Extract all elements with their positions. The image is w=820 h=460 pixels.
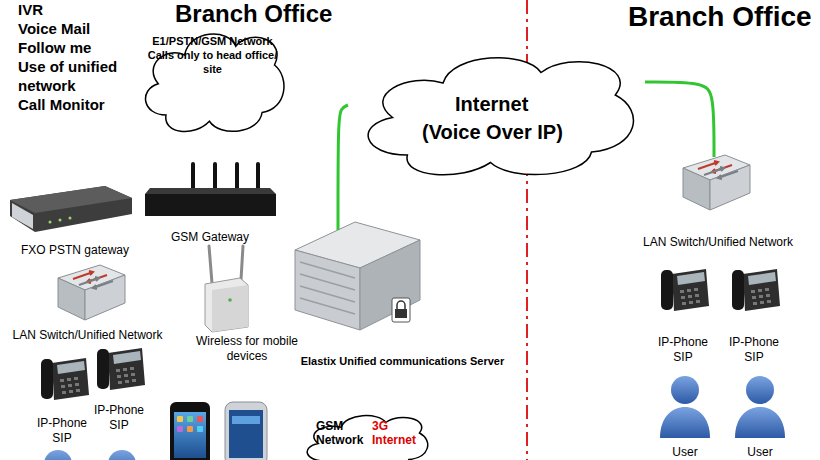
antenna: [241, 246, 243, 280]
ip-phone: IP-Phone SIP: [652, 262, 714, 364]
gsm-gateway-device: [145, 164, 276, 216]
app-icon: [177, 416, 183, 422]
server-device: [295, 222, 420, 330]
app-icon: [187, 416, 193, 422]
device-label: LAN Switch/Unified Network: [0, 328, 175, 342]
server-badge: [392, 298, 410, 322]
server-side: [360, 240, 420, 330]
gateway-panel: [12, 203, 33, 229]
app-icon: [187, 426, 193, 432]
device-label: IP-Phone SIP: [723, 335, 785, 364]
network-cloud: E1/PSTN/GSM Network Calls only to head o…: [135, 15, 290, 140]
antenna: [191, 164, 195, 190]
device-label: IP-Phone SIP: [31, 416, 93, 445]
cloud-text: E1/PSTN/GSM Network Calls only to head o…: [145, 35, 280, 76]
antenna: [256, 164, 260, 190]
ap-led: [228, 298, 232, 302]
app-icon: [197, 416, 203, 422]
device-label: Wireless for mobile devices: [191, 334, 303, 363]
gateway-led: [49, 221, 52, 224]
network-link: [338, 105, 348, 230]
phone-screen: [174, 412, 206, 458]
user-icon: User: [729, 372, 791, 459]
gsm-cloud: GSM Network3G Internet: [298, 405, 433, 460]
feature-item: IVR: [18, 0, 128, 19]
pstn-gateway: FXO PSTN gateway: [5, 183, 145, 257]
lan-switch: LAN Switch/Unified Network: [630, 157, 806, 249]
phone-widget: [232, 416, 260, 424]
smartphone: [225, 402, 267, 460]
site-title: Branch Office: [628, 0, 812, 34]
user-symbol: [97, 450, 147, 460]
feature-item: Call Monitor: [18, 95, 128, 114]
ip-phone: IP-Phone SIP: [31, 352, 93, 445]
device-label: User: [729, 445, 791, 459]
server-label: Elastix Unified communications Server: [280, 355, 525, 368]
device-label: FXO PSTN gateway: [5, 243, 145, 257]
device-label: User: [654, 445, 716, 459]
lan-switch: LAN Switch/Unified Network: [0, 262, 175, 342]
gateway-top: [10, 186, 132, 213]
ap-body: [205, 278, 248, 332]
user-icon: User: [654, 372, 716, 459]
ip-phone-symbol: [661, 269, 709, 311]
gateway-body: [145, 194, 276, 216]
fxo-gateway-device: [10, 186, 132, 232]
phone-screen: [229, 410, 263, 458]
antenna: [213, 164, 217, 190]
ip-phone: IP-Phone SIP: [88, 342, 150, 432]
app-icon: [197, 426, 203, 432]
smartphone: [170, 402, 210, 460]
gateway-led: [59, 219, 62, 222]
cloud-outline: [135, 15, 290, 140]
wireless-access-point: [205, 246, 248, 332]
user-symbol: [33, 450, 83, 460]
ip-phone: IP-Phone SIP: [723, 262, 785, 364]
gsm-gateway: GSM Gateway: [140, 160, 280, 244]
ip-phone-symbol: [97, 348, 145, 390]
user-symbol: [735, 376, 785, 438]
feature-item: Voice Mail: [18, 19, 128, 38]
cloud-shape: [146, 34, 284, 132]
cloud-title: Internet (Voice Over IP): [422, 90, 572, 146]
ip-phone-symbol: [732, 269, 780, 311]
wireless-ap: Wireless for mobile devices: [191, 243, 303, 363]
lock-body: [395, 309, 407, 318]
lan-switch-symbol: [58, 265, 125, 320]
app-icon: [177, 426, 183, 432]
device-label: IP-Phone SIP: [88, 403, 150, 432]
cloud-shape: [307, 416, 428, 460]
gateway-body: [10, 186, 132, 232]
gateway-top: [145, 188, 276, 194]
ap-front: [212, 285, 248, 332]
device-label: GSM Gateway: [140, 230, 280, 244]
network-link: [645, 82, 714, 157]
ip-phone-symbol: [41, 358, 89, 400]
server-slots: [300, 262, 355, 314]
device-label: IP-Phone SIP: [652, 335, 714, 364]
internet-cloud: Internet (Voice Over IP): [348, 35, 645, 185]
device-label: LAN Switch/Unified Network: [630, 235, 806, 249]
cloud-text: 3G Internet: [372, 419, 424, 448]
server-front: [295, 250, 360, 330]
antenna: [235, 164, 239, 190]
lan-switch-symbol: [683, 155, 750, 210]
antenna: [209, 246, 212, 283]
uc-server: Elastix Unified communications Server: [280, 230, 525, 368]
user-symbol: [660, 376, 710, 438]
site-title: Branch Office: [175, 0, 332, 29]
phone-body: [225, 402, 267, 460]
feature-item: Use of unified network: [18, 57, 128, 95]
cloud-text: GSM Network: [316, 419, 368, 448]
lock-shackle: [397, 301, 405, 309]
phone-body: [170, 402, 210, 460]
cloud-shape: [368, 58, 633, 175]
gateway-led: [69, 217, 72, 220]
feature-item: Follow me: [18, 38, 128, 57]
